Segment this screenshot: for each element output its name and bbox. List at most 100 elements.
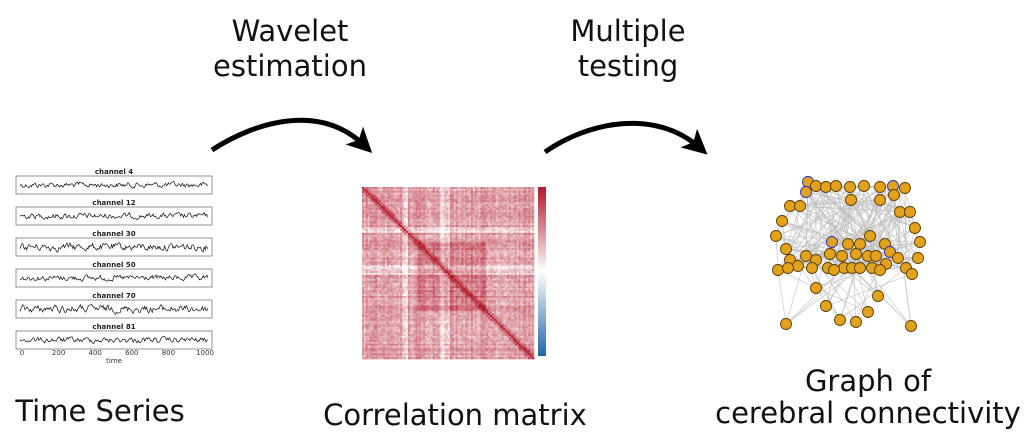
matrix-cell — [362, 276, 365, 280]
matrix-cell — [373, 229, 376, 232]
matrix-cell — [491, 253, 495, 257]
matrix-cell — [440, 250, 443, 253]
matrix-cell — [491, 194, 495, 197]
matrix-cell — [516, 236, 520, 239]
matrix-cell — [421, 213, 424, 216]
matrix-cell — [371, 225, 374, 228]
x-tick-label: 1000 — [196, 349, 214, 357]
matrix-cell — [509, 194, 512, 197]
matrix-cell — [436, 232, 439, 236]
matrix-cell — [371, 244, 374, 247]
matrix-cell — [432, 280, 435, 283]
matrix-cell — [398, 273, 401, 276]
matrix-cell — [488, 236, 491, 239]
matrix-cell — [440, 278, 443, 281]
matrix-cell — [390, 188, 393, 192]
matrix-cell — [448, 273, 451, 276]
matrix-cell — [423, 200, 426, 203]
matrix-cell — [363, 236, 367, 239]
matrix-cell — [478, 259, 481, 262]
matrix-cell — [404, 206, 407, 209]
matrix-cell — [404, 259, 407, 262]
matrix-cell — [507, 267, 510, 270]
matrix-cell — [383, 211, 386, 215]
matrix-cell — [375, 246, 378, 249]
matrix-cell — [512, 276, 516, 280]
matrix-cell — [432, 188, 435, 192]
matrix-cell — [511, 278, 514, 281]
matrix-cell — [396, 221, 399, 224]
matrix-cell — [461, 259, 464, 262]
matrix-cell — [423, 242, 426, 245]
matrix-cell — [486, 236, 489, 239]
matrix-cell — [520, 255, 523, 259]
matrix-cell — [497, 227, 500, 230]
matrix-cell — [491, 188, 495, 192]
matrix-cell — [482, 236, 485, 239]
matrix-cell — [488, 223, 491, 226]
matrix-cell — [470, 250, 474, 253]
matrix-cell — [459, 274, 462, 278]
matrix-cell — [476, 276, 479, 280]
matrix-cell — [453, 244, 456, 247]
matrix-cell — [417, 232, 420, 236]
matrix-cell — [386, 198, 390, 201]
matrix-cell — [398, 232, 401, 236]
matrix-cell — [484, 232, 487, 236]
matrix-cell — [522, 217, 525, 220]
matrix-cell — [373, 248, 376, 251]
matrix-cell — [415, 244, 418, 247]
matrix-cell — [511, 209, 514, 213]
matrix-cell — [392, 221, 395, 224]
matrix-cell — [438, 198, 441, 201]
matrix-cell — [476, 263, 479, 266]
matrix-cell — [384, 209, 388, 213]
matrix-cell — [467, 200, 470, 203]
matrix-cell — [390, 271, 393, 274]
matrix-cell — [520, 240, 523, 243]
matrix-cell — [511, 194, 514, 197]
matrix-cell — [369, 223, 372, 226]
x-tick-label: 200 — [52, 349, 65, 357]
matrix-cell — [417, 265, 420, 268]
matrix-cell — [377, 286, 380, 289]
matrix-cell — [383, 202, 386, 205]
matrix-cell — [493, 267, 497, 270]
matrix-cell — [459, 190, 462, 194]
matrix-cell — [432, 227, 435, 230]
matrix-cell — [419, 261, 422, 264]
matrix-cell — [453, 196, 456, 199]
matrix-cell — [453, 209, 456, 213]
matrix-cell — [428, 248, 432, 251]
matrix-cell — [526, 263, 529, 266]
matrix-cell — [512, 282, 516, 285]
matrix-cell — [434, 248, 437, 251]
matrix-cell — [495, 265, 498, 268]
matrix-cell — [373, 282, 376, 285]
matrix-cell — [526, 200, 529, 203]
matrix-cell — [415, 232, 418, 236]
matrix-cell — [514, 290, 518, 293]
matrix-cell — [404, 274, 407, 278]
matrix-cell — [405, 188, 409, 192]
matrix-cell — [396, 229, 399, 232]
matrix-cell — [497, 257, 500, 260]
matrix-cell — [472, 250, 476, 253]
matrix-cell — [444, 225, 447, 228]
matrix-cell — [430, 269, 434, 272]
matrix-cell — [530, 213, 533, 216]
matrix-cell — [369, 261, 372, 264]
matrix-cell — [469, 204, 472, 207]
matrix-cell — [522, 263, 525, 266]
matrix-cell — [509, 206, 512, 209]
matrix-cell — [396, 269, 399, 272]
matrix-cell — [520, 200, 523, 203]
matrix-cell — [465, 288, 468, 291]
matrix-cell — [482, 250, 485, 253]
matrix-cell — [470, 204, 474, 207]
matrix-cell — [520, 259, 523, 262]
matrix-cell — [369, 255, 372, 259]
matrix-cell — [446, 288, 449, 291]
matrix-cell — [520, 209, 523, 213]
matrix-cell — [365, 242, 369, 245]
